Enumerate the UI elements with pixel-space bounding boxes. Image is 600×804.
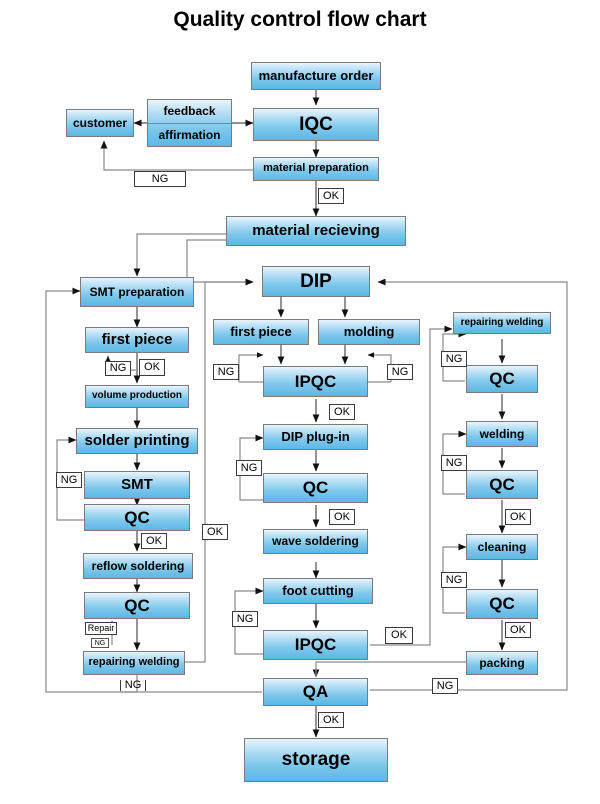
- node-solder-printing[interactable]: solder printing: [76, 428, 198, 454]
- edge-label-ng-ipqc-bottom: NG: [232, 611, 258, 627]
- node-qc-smt[interactable]: QC: [84, 504, 190, 531]
- node-customer[interactable]: customer: [66, 109, 134, 137]
- edge-label-ok-ipqc-bottom: OK: [385, 627, 413, 644]
- edge-label-ok-qc-dip: OK: [329, 509, 355, 525]
- node-qc-reflow[interactable]: QC: [84, 592, 190, 619]
- edge-label-ng-right-bottom: NG: [432, 678, 458, 694]
- edge-label-ng-left-bottom-text: NG: [119, 680, 147, 691]
- edge-label-ng-qc-reflow: NG: [91, 638, 109, 648]
- node-manufacture-order[interactable]: manufacture order: [251, 62, 381, 90]
- edge-label-ok-qa: OK: [318, 712, 344, 728]
- edge-label-ng-left-bottom: NG: [118, 678, 148, 693]
- node-foot-cutting[interactable]: foot cutting: [263, 578, 373, 604]
- edge-label-ng-customer: NG: [134, 171, 186, 187]
- node-packing[interactable]: packing: [466, 651, 538, 675]
- edge-label-ng-qc-welding: NG: [441, 455, 467, 471]
- node-ipqc-top[interactable]: IPQC: [263, 366, 368, 397]
- node-feedback-affirmation[interactable]: feedback affirmation: [147, 99, 232, 147]
- edge-label-ok-qc-smt: OK: [141, 533, 167, 549]
- node-qc-cleaning[interactable]: QC: [466, 589, 538, 619]
- node-material-recieving[interactable]: material recieving: [226, 216, 406, 246]
- node-first-piece-dip[interactable]: first piece: [213, 319, 309, 345]
- node-repairing-welding-right[interactable]: repairing welding: [453, 312, 551, 334]
- node-storage[interactable]: storage: [244, 738, 388, 782]
- node-affirmation[interactable]: affirmation: [158, 128, 221, 143]
- node-first-piece-smt[interactable]: first piece: [85, 327, 189, 353]
- edge-label-ok-left-to-dip: OK: [202, 524, 228, 540]
- edge-label-ng-molding: NG: [387, 364, 413, 380]
- node-repairing-welding-left[interactable]: repairing welding: [83, 651, 185, 675]
- node-ipqc-bottom[interactable]: IPQC: [263, 630, 368, 660]
- edge-label-ok-ipqc-top: OK: [329, 404, 355, 420]
- node-material-preparation[interactable]: material preparation: [253, 157, 379, 181]
- node-smt-preparation[interactable]: SMT preparation: [80, 277, 194, 307]
- node-iqc[interactable]: IQC: [253, 108, 379, 141]
- node-welding[interactable]: welding: [466, 421, 538, 447]
- node-molding[interactable]: molding: [318, 319, 420, 345]
- node-volume-production[interactable]: volume production: [85, 385, 189, 408]
- node-qc-repair[interactable]: QC: [466, 365, 538, 393]
- node-qc-dip[interactable]: QC: [263, 473, 368, 503]
- edge-label-ok-material-prep: OK: [318, 188, 344, 204]
- edge-label-ok-qc-cleaning: OK: [505, 622, 531, 638]
- edge-label-repair-qc-reflow: Repair: [85, 622, 117, 635]
- edge-label-ng-qc-repair: NG: [441, 351, 467, 367]
- node-qc-welding[interactable]: QC: [466, 470, 538, 499]
- node-reflow-soldering[interactable]: reflow soldering: [83, 553, 193, 579]
- edge-label-ng-qc-smt: NG: [56, 472, 82, 488]
- node-feedback[interactable]: feedback: [148, 100, 231, 124]
- node-qa[interactable]: QA: [263, 678, 368, 706]
- node-dip[interactable]: DIP: [262, 266, 370, 297]
- node-dip-plug-in[interactable]: DIP plug-in: [263, 424, 368, 450]
- edge-label-ng-firstpiece-smt: NG: [105, 361, 131, 376]
- node-smt[interactable]: SMT: [84, 471, 190, 499]
- edge-label-ng-firstpiece-dip: NG: [213, 364, 239, 380]
- edge-label-ok-qc-welding: OK: [505, 509, 531, 525]
- node-wave-soldering[interactable]: wave soldering: [263, 529, 368, 554]
- edge-label-ng-qc-dip: NG: [236, 460, 262, 476]
- edge-label-ok-firstpiece-smt: OK: [139, 359, 165, 376]
- edge-label-ng-qc-cleaning: NG: [441, 572, 467, 588]
- page-title: Quality control flow chart: [173, 8, 427, 31]
- node-cleaning[interactable]: cleaning: [466, 534, 538, 560]
